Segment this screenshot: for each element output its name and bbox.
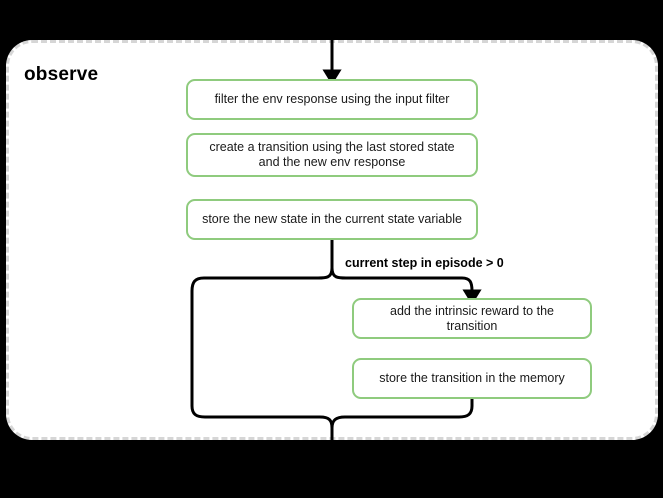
node-store-transition-memory-label: store the transition in the memory xyxy=(379,371,565,385)
node-create-transition-label: create a transition using the last store… xyxy=(209,140,455,169)
node-store-transition-memory[interactable]: store the transition in the memory xyxy=(352,358,592,399)
edge-condition-label: current step in episode > 0 xyxy=(345,256,504,270)
node-filter-label: filter the env response using the input … xyxy=(214,92,450,106)
node-add-intrinsic-reward-label: add the intrinsic reward to the transiti… xyxy=(390,303,554,333)
node-store-state[interactable]: store the new state in the current state… xyxy=(186,199,478,240)
node-create-transition[interactable]: create a transition using the last store… xyxy=(186,133,478,177)
node-store-state-label: store the new state in the current state… xyxy=(202,212,462,226)
scope-title: observe xyxy=(24,64,99,85)
node-add-intrinsic-reward[interactable]: add the intrinsic reward to the transiti… xyxy=(352,298,592,339)
node-filter[interactable]: filter the env response using the input … xyxy=(186,79,478,120)
